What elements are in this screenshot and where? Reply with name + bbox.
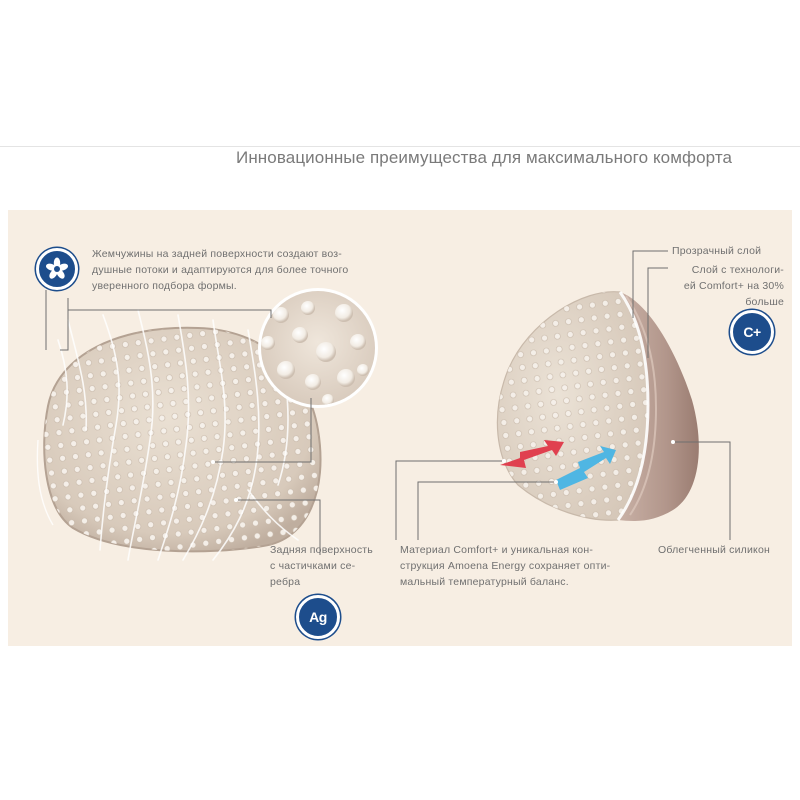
clear-layer-label: Прозрачный слой bbox=[672, 245, 762, 257]
top-divider bbox=[0, 146, 800, 147]
prosthesis-illustration bbox=[36, 250, 731, 561]
light-silicone-label: Облегченный силикон bbox=[658, 544, 770, 556]
flower-icon-glyph bbox=[45, 257, 69, 279]
back-surface-label: Задняя поверхность с частичками се- ребр… bbox=[270, 544, 373, 588]
pearls-zoom-circle bbox=[258, 288, 378, 408]
comfort-plus-badge: C+ bbox=[730, 310, 774, 354]
illustration-panel: Жемчужины на задней поверхности создают … bbox=[8, 210, 792, 646]
pearls-label: Жемчужины на задней поверхности создают … bbox=[92, 248, 349, 292]
page-title: Инновационные преимущества для максималь… bbox=[236, 148, 733, 167]
cool-arrow bbox=[556, 446, 616, 490]
right-prosthesis bbox=[496, 291, 699, 521]
left-prosthesis bbox=[36, 309, 322, 561]
ag-badge: Ag bbox=[296, 595, 340, 639]
left-leader-lines bbox=[45, 290, 321, 555]
warm-arrow bbox=[500, 440, 564, 468]
flower-icon bbox=[36, 248, 78, 290]
material-label: Материал Comfort+ и уникальная кон- стру… bbox=[400, 544, 611, 588]
comfort-layer-label: Слой с технологи- ей Comfort+ на 30% бол… bbox=[683, 264, 784, 308]
right-leader-lines bbox=[395, 250, 731, 540]
